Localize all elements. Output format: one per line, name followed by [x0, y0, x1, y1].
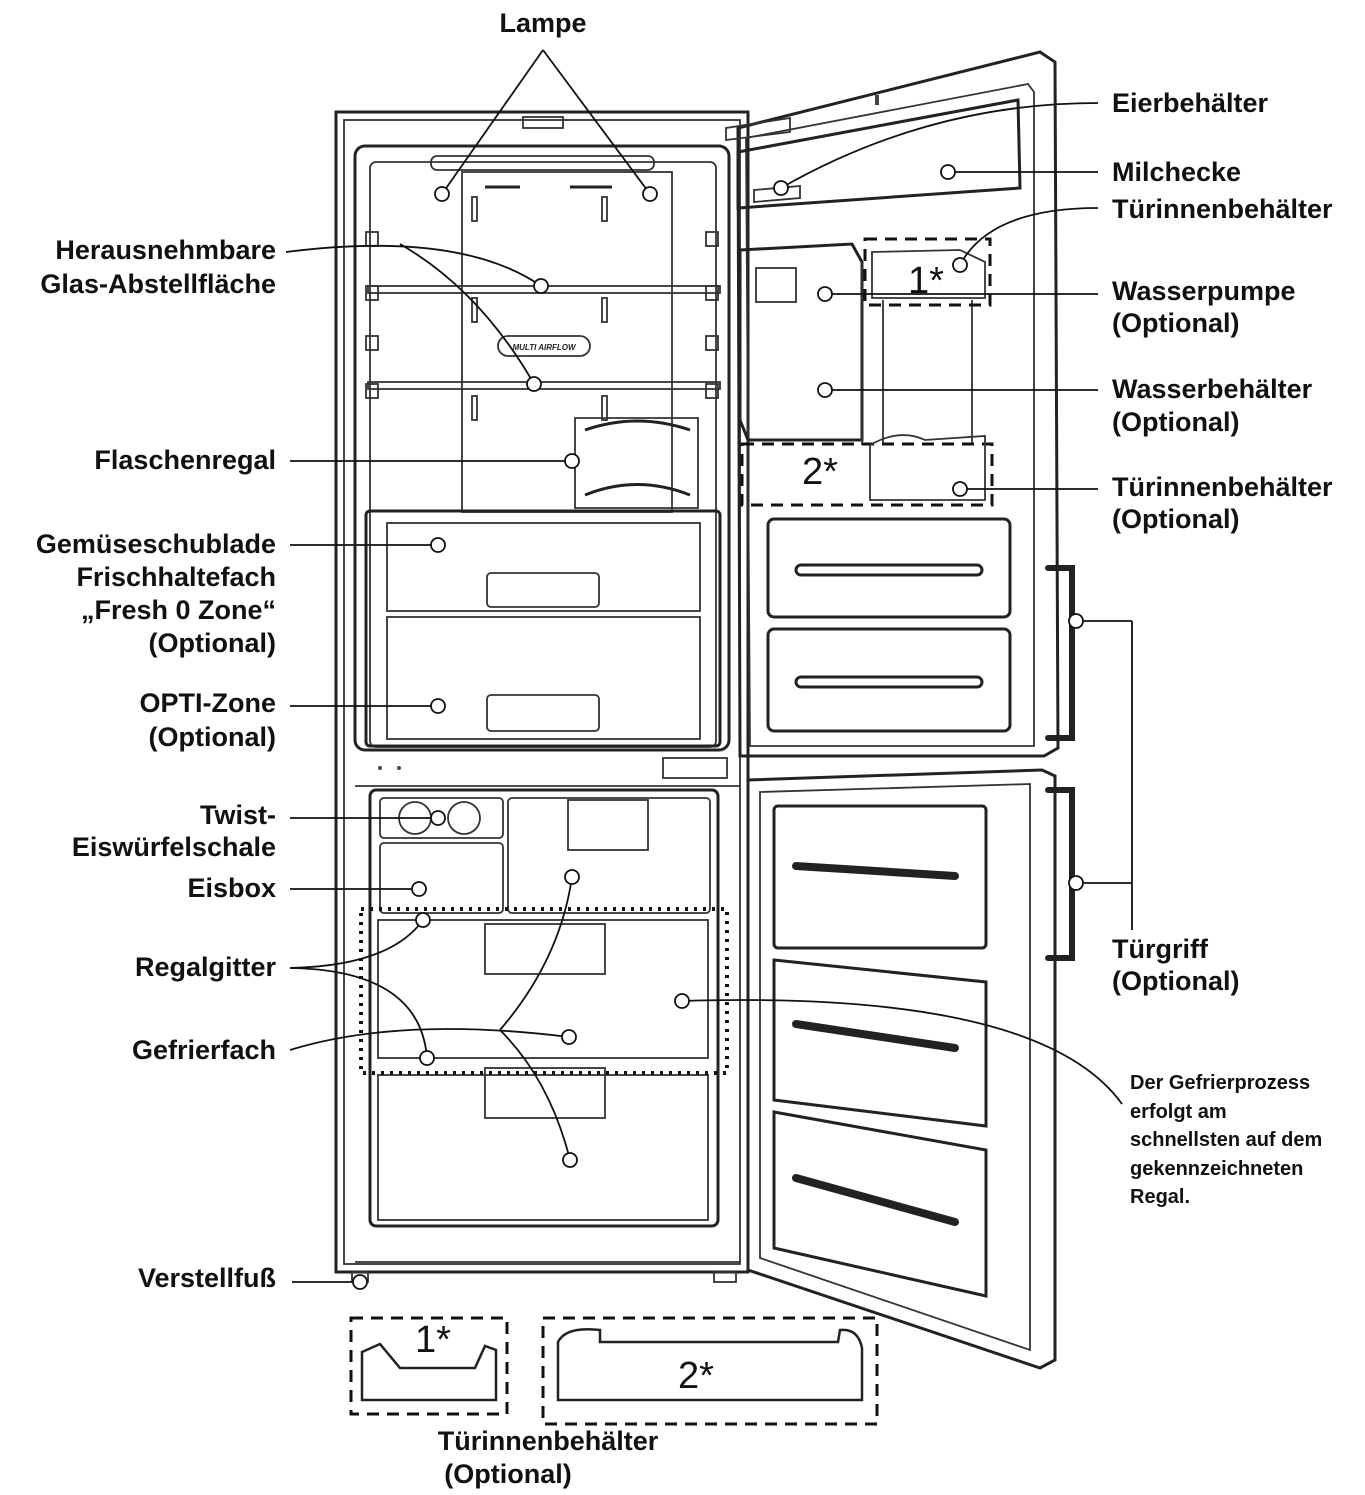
- label-lampe: Lampe: [499, 8, 586, 38]
- label-opti-line1: OPTI-Zone: [140, 688, 277, 718]
- note-line1: Der Gefrierprozess: [1130, 1072, 1310, 1094]
- label-verstellfuss: Verstellfuß: [138, 1263, 276, 1293]
- label-tuergriff-line1: Türgriff: [1112, 934, 1209, 964]
- label-flaschenregal: Flaschenregal: [94, 445, 276, 475]
- label-wasserbehaelter-line1: Wasserbehälter: [1112, 374, 1313, 404]
- label-opti-line2: (Optional): [149, 722, 276, 752]
- mark-2-bin: 2*: [678, 1355, 714, 1397]
- label-milchecke: Milchecke: [1112, 157, 1241, 187]
- note-line2: erfolgt am: [1130, 1101, 1227, 1123]
- mark-2-door: 2*: [802, 451, 838, 493]
- leader-lines: [285, 49, 1133, 1283]
- label-gemuese-line4: (Optional): [149, 628, 276, 658]
- label-wasserpumpe-line1: Wasserpumpe: [1112, 276, 1296, 306]
- label-gemuese-line2: Frischhaltefach: [76, 562, 276, 592]
- label-tuerinnen-top: Türinnenbehälter: [1112, 194, 1333, 224]
- label-gefrierfach: Gefrierfach: [132, 1035, 276, 1065]
- mark-1-bin: 1*: [415, 1319, 451, 1361]
- callout-dots: [352, 164, 1084, 1290]
- note-line4: gekennzeichneten: [1130, 1158, 1303, 1180]
- label-eierbehaelter: Eierbehälter: [1112, 88, 1269, 118]
- label-wasserpumpe-line2: (Optional): [1112, 308, 1239, 338]
- label-tuergriff-line2: (Optional): [1112, 966, 1239, 996]
- upper-door: [725, 50, 1075, 758]
- mark-1-door: 1*: [908, 260, 944, 302]
- lower-door: [746, 768, 1075, 1370]
- label-glas-line1: Herausnehmbare: [55, 235, 276, 265]
- fridge-cabinet: MULTI AIRFLOW: [334, 110, 750, 1283]
- label-eisbox: Eisbox: [187, 873, 276, 903]
- label-gemuese-line1: Gemüseschublade: [36, 529, 276, 559]
- label-gemuese-line3: „Fresh 0 Zone“: [81, 595, 276, 625]
- label-glas-line2: Glas-Abstellfläche: [40, 269, 276, 299]
- label-regalgitter: Regalgitter: [135, 952, 277, 982]
- label-bottom-line2: (Optional): [444, 1459, 571, 1489]
- label-twist-line2: Eiswürfelschale: [72, 832, 276, 862]
- label-tuerinnen-mid-line2: (Optional): [1112, 504, 1239, 534]
- label-wasserbehaelter-line2: (Optional): [1112, 407, 1239, 437]
- airflow-badge: MULTI AIRFLOW: [512, 343, 577, 352]
- label-twist-line1: Twist-: [200, 800, 276, 830]
- note-line5: Regal.: [1130, 1186, 1190, 1208]
- label-tuerinnen-mid-line1: Türinnenbehälter: [1112, 472, 1333, 502]
- label-bottom-line1: Türinnenbehälter: [438, 1426, 659, 1456]
- spare-door-bins: [349, 1316, 879, 1426]
- note-line3: schnellsten auf dem: [1130, 1129, 1322, 1151]
